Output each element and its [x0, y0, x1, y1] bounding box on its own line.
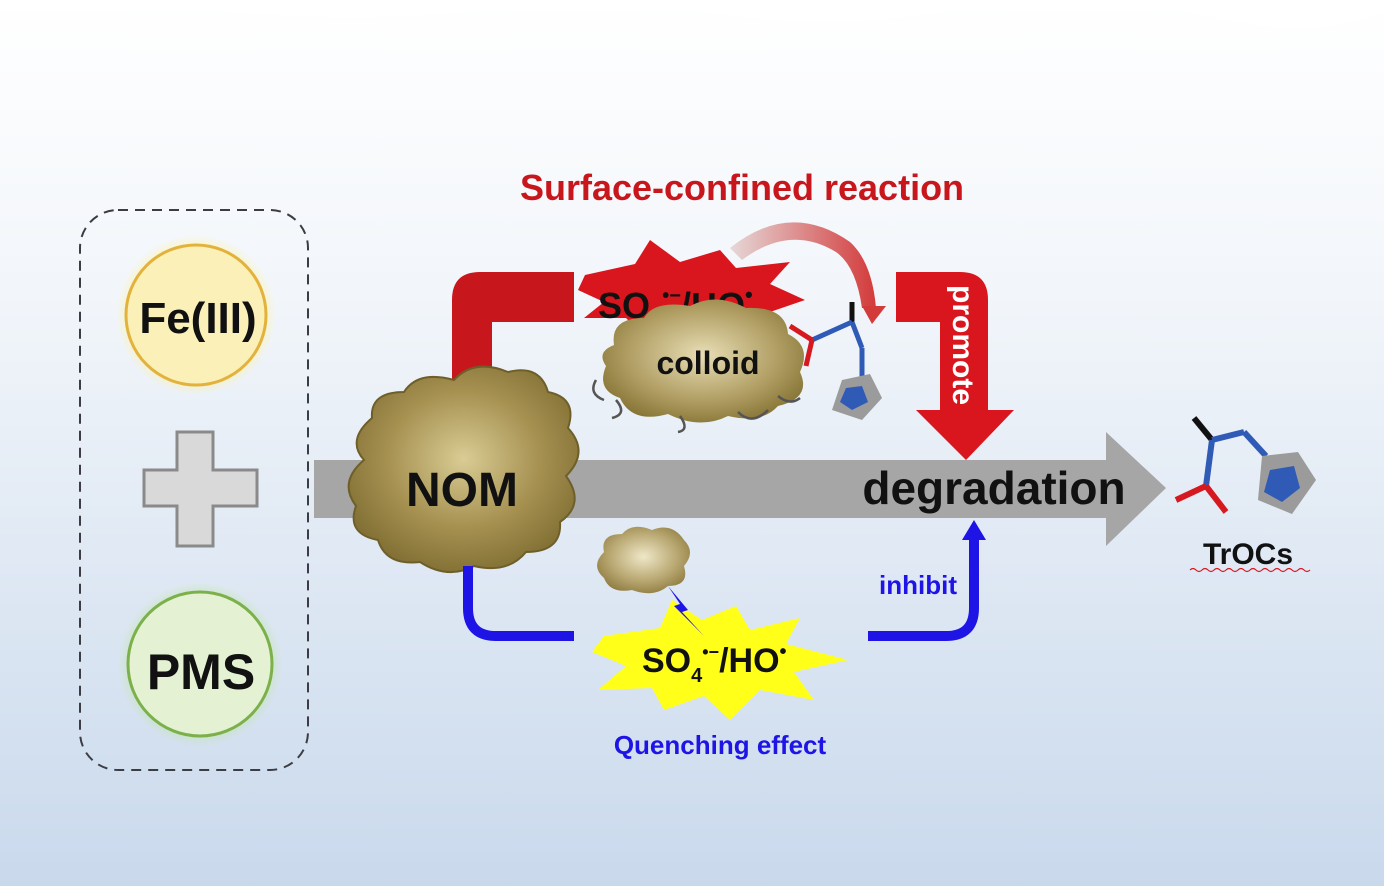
degradation-label: degradation — [862, 462, 1125, 514]
transfer-curve-arrow — [730, 222, 876, 308]
inhibit-pathway-right — [868, 538, 979, 641]
inhibit-arrowhead — [962, 520, 986, 540]
molecule-adsorbed-icon — [788, 302, 882, 420]
small-nom-cloud — [597, 526, 690, 594]
pms-label: PMS — [147, 644, 255, 700]
top-wave — [0, 0, 1384, 28]
fe-circle: Fe(III) — [116, 235, 276, 395]
fe-label: Fe(III) — [139, 294, 256, 343]
spellcheck-underline — [1189, 567, 1311, 573]
nom-label: NOM — [406, 464, 518, 517]
radical-label-bottom: SO4•−/HO• — [642, 641, 787, 687]
inhibit-label: inhibit — [879, 570, 957, 600]
plus-icon — [142, 430, 259, 548]
pms-circle: PMS — [118, 582, 282, 746]
promote-label: promote — [946, 285, 979, 405]
transfer-curve-arrowhead — [862, 306, 886, 324]
reactant-box — [79, 209, 309, 771]
trocs-molecule-icon — [1174, 416, 1316, 514]
inhibit-pathway-left — [463, 566, 574, 641]
nom-cloud: NOM — [347, 365, 580, 573]
lightning-icon — [668, 586, 704, 636]
colloid-label: colloid — [656, 345, 759, 381]
trocs-label: TrOCs — [1203, 538, 1293, 571]
colloid-cloud: colloid — [592, 299, 804, 434]
quenching-label: Quenching effect — [614, 730, 827, 760]
radical-burst-bottom — [592, 600, 848, 720]
diagram-title: Surface-confined reaction — [520, 167, 964, 208]
promote-arrow — [896, 272, 1014, 460]
